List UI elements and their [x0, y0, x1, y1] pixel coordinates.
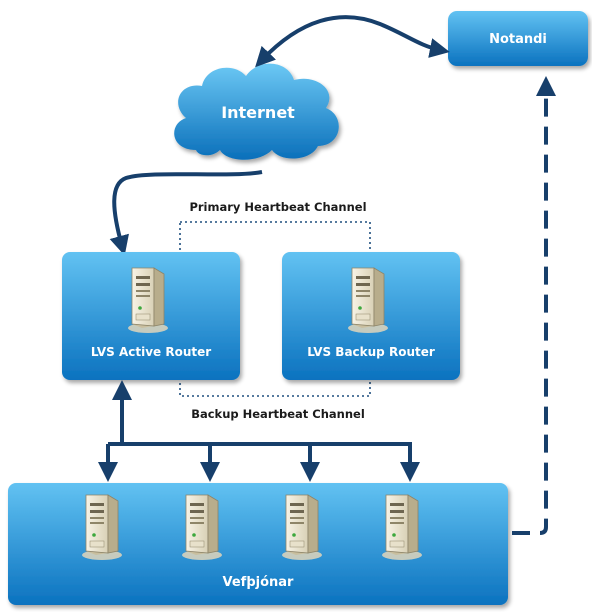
- internet-router-link: [109, 170, 263, 256]
- web-server-4-icon: [381, 494, 423, 561]
- user-node: [448, 11, 588, 66]
- backup-router-server-icon: [347, 267, 389, 334]
- internet-label: Internet: [221, 103, 295, 122]
- web-servers-label: Vefþjónar: [223, 575, 295, 590]
- web-servers-node: [8, 483, 508, 605]
- active-router-server-icon: [127, 267, 169, 334]
- web-server-1-icon: [81, 494, 123, 561]
- distribution-arrows: [98, 380, 420, 482]
- user-node-label: Notandi: [489, 32, 547, 47]
- web-server-2-icon: [181, 494, 223, 561]
- web-server-3-icon: [281, 494, 323, 561]
- active-router-label: LVS Active Router: [91, 345, 211, 359]
- backup-heartbeat-label: Backup Heartbeat Channel: [191, 407, 365, 421]
- backup-router-label: LVS Backup Router: [307, 345, 435, 359]
- primary-heartbeat-label: Primary Heartbeat Channel: [189, 200, 366, 214]
- internet-user-link: [255, 15, 450, 68]
- return-path-arrow: [512, 76, 556, 535]
- internet-cloud: [174, 63, 339, 160]
